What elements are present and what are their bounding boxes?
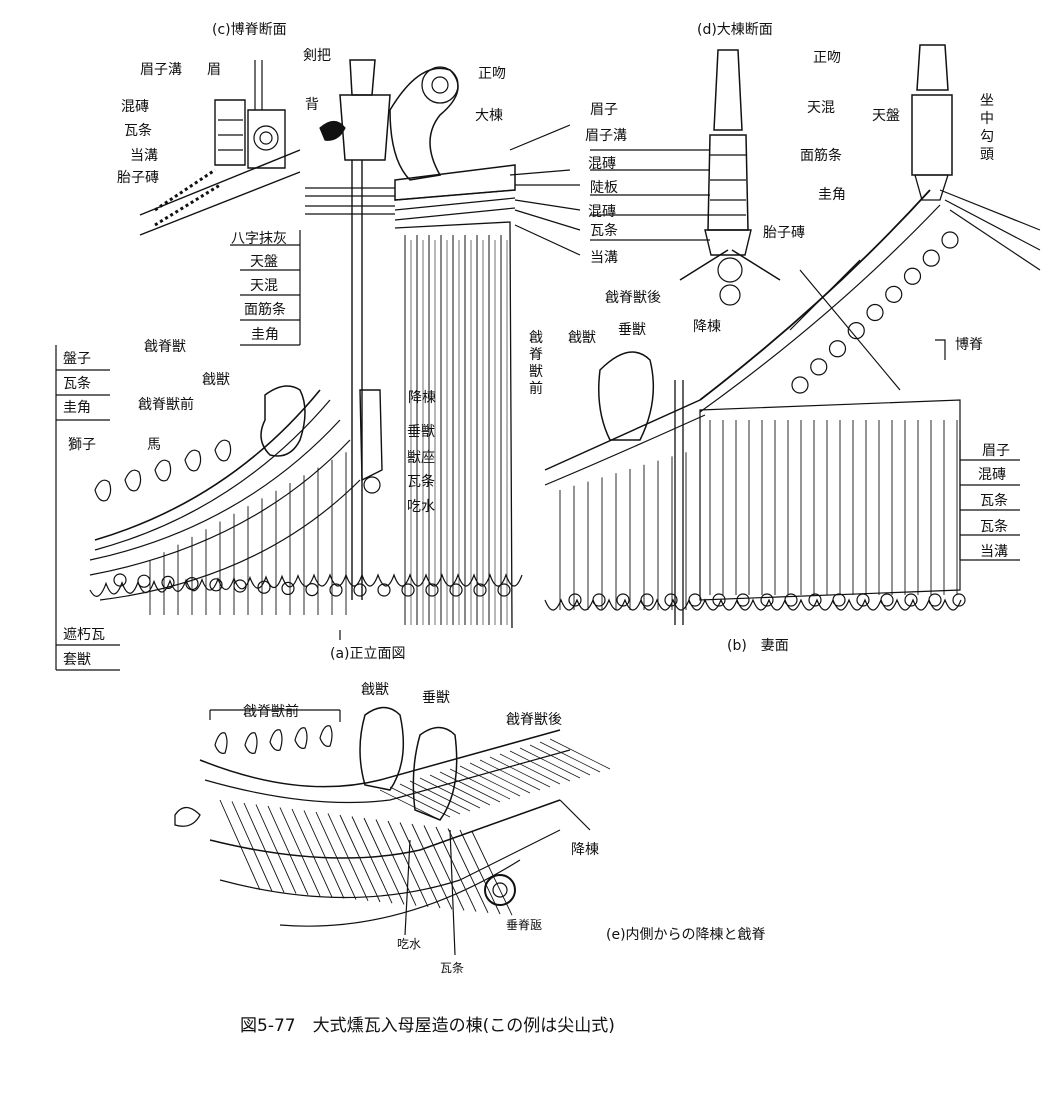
- label-a-koutou: 降棟: [408, 390, 436, 406]
- label-e-senjuu: 戧獣: [361, 682, 389, 698]
- daitou-section-drawing: [509, 49, 781, 306]
- label-b-sousekijuu-mae: 戧脊獣前: [529, 330, 543, 397]
- label-e-sousekijuu-mae: 戧脊獣前: [243, 704, 299, 720]
- label-a-keikaku2: 圭角: [63, 400, 91, 416]
- label-e-gajou: 瓦条: [440, 961, 465, 975]
- label-b-gajou2: 瓦条: [980, 519, 1008, 535]
- label-c-taishisen: 胎子磚: [117, 170, 159, 186]
- label-d-taishisen: 胎子磚: [763, 225, 805, 241]
- label-c-konsen: 混磚: [121, 99, 149, 115]
- label-c-tokou: 当溝: [130, 148, 158, 164]
- label-a-keikaku: 圭角: [251, 327, 279, 343]
- label-d-menkin: 面筋条: [800, 148, 842, 164]
- label-d-seifun: 正吻: [813, 50, 841, 66]
- label-c-mayu: 眉: [207, 62, 221, 78]
- label-b-mayuko: 眉子: [982, 443, 1010, 459]
- inside-view-drawing: [174, 706, 611, 956]
- label-a-daitou: 大棟: [475, 108, 503, 124]
- label-a-menkin: 面筋条: [244, 302, 286, 318]
- label-d-tokou: 当溝: [590, 250, 618, 266]
- elevation-drawing: [55, 59, 523, 671]
- subfigure-a-title: (a)正立面図: [330, 646, 406, 662]
- label-d-konsen2: 混磚: [588, 204, 616, 220]
- label-d-gajou: 瓦条: [590, 223, 618, 239]
- label-e-sousekijuu-go: 戧脊獣後: [506, 712, 562, 728]
- label-b-sousekijuu-go: 戧脊獣後: [605, 290, 661, 306]
- label-e-koutou: 降棟: [571, 842, 599, 858]
- label-d-ryouban: 陡板: [590, 180, 618, 196]
- label-a-sousekijuu: 戧脊獣: [144, 339, 186, 355]
- label-a-gajou: 瓦条: [63, 376, 91, 392]
- label-d-mayuko-kou: 眉子溝: [585, 128, 627, 144]
- label-b-tokou: 当溝: [980, 544, 1008, 560]
- subfigure-b-title: (b) 妻面: [727, 638, 789, 654]
- label-a-kissui: 吃水: [407, 499, 435, 515]
- label-a-tenban: 天盤: [250, 254, 278, 270]
- label-b-gajou1: 瓦条: [980, 493, 1008, 509]
- boseki-section-drawing: [139, 60, 301, 236]
- label-a-tenkon: 天混: [250, 278, 278, 294]
- label-d-keikaku: 圭角: [818, 187, 846, 203]
- label-c-gajou: 瓦条: [124, 123, 152, 139]
- label-c-meiji-kou: 眉子溝: [140, 62, 182, 78]
- label-b-hakuseki: 博脊: [955, 337, 983, 353]
- label-a-bansi: 盤子: [63, 351, 91, 367]
- label-d-tenkon: 天混: [807, 100, 835, 116]
- subfigure-e-title: (e)内側からの降棟と戧脊: [606, 927, 766, 943]
- label-a-se: 背: [305, 97, 319, 113]
- label-a-shishi: 獅子: [68, 437, 96, 453]
- label-e-suibun: 垂脊瓪: [506, 918, 543, 932]
- label-a-seifun: 正吻: [478, 66, 506, 82]
- label-d-tenban: 天盤: [872, 108, 900, 124]
- figure-caption: 図5-77 大式燻瓦入母屋造の棟(この例は尖山式): [240, 1016, 615, 1036]
- label-e-kissui: 吃水: [397, 937, 422, 951]
- label-a-uma: 馬: [147, 437, 161, 453]
- label-a-toujuu: 套獣: [63, 652, 91, 668]
- label-a-shaku: 遮朽瓦: [63, 627, 105, 643]
- label-e-suijuu: 垂獣: [422, 690, 450, 706]
- label-d-konsen1: 混磚: [588, 156, 616, 172]
- label-b-koutou: 降棟: [693, 319, 721, 335]
- label-a-hachiji: 八字抹灰: [231, 231, 287, 247]
- label-a-sousekijuu-mae: 戧脊獣前: [138, 397, 194, 413]
- subfigure-c-title: (c)博脊断面: [212, 22, 287, 38]
- label-b-konsen: 混磚: [978, 467, 1006, 483]
- label-b-suijuu: 垂獣: [618, 322, 646, 338]
- label-a-suijuu: 垂獣: [407, 424, 435, 440]
- label-d-zachuu: 坐中勾頭: [980, 93, 994, 163]
- label-a-juuza: 獣座: [407, 450, 435, 466]
- gable-drawing: [544, 44, 1041, 625]
- label-a-senjuu: 戧獣: [202, 372, 230, 388]
- label-b-senjuu: 戧獣: [568, 330, 596, 346]
- label-d-mayuko: 眉子: [590, 102, 618, 118]
- label-a-gajou3: 瓦条: [407, 474, 435, 490]
- label-a-kenpa: 剣把: [303, 48, 331, 64]
- subfigure-d-title: (d)大棟断面: [697, 22, 773, 38]
